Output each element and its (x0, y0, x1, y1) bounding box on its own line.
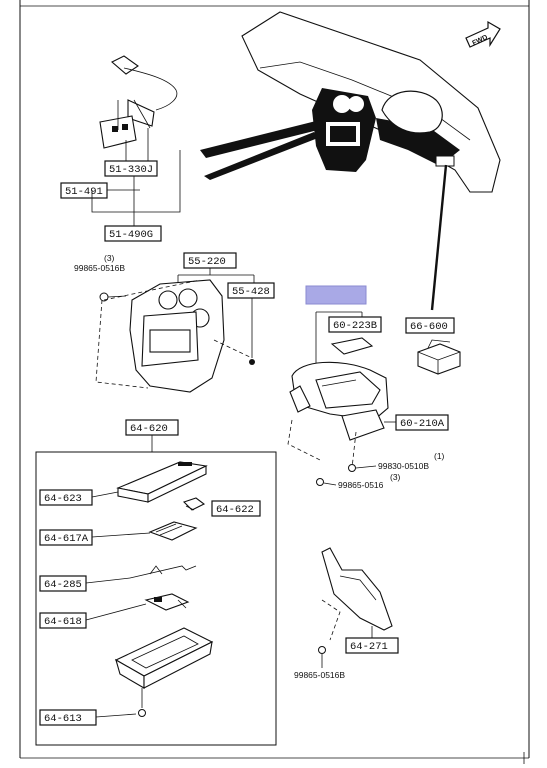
svg-text:64-617A: 64-617A (44, 533, 89, 545)
part-64-271: 64-271 (345, 637, 399, 654)
svg-text:51-330J: 51-330J (109, 164, 153, 176)
leader-64-613 (95, 713, 137, 718)
svg-text:64-623: 64-623 (44, 493, 82, 505)
leader-55-220 (177, 268, 255, 290)
part-64-620: 64-620 (125, 419, 179, 436)
part-51-491: 51-491 (60, 182, 108, 199)
highlight-box (305, 285, 367, 305)
module-66-600 (417, 339, 461, 375)
clip-64-622-illustration (182, 497, 206, 511)
leader-64-618 (85, 603, 147, 621)
fastener-99865-0516: (3) 99865-0516 (316, 472, 401, 490)
bracket-64-618-illustration (144, 593, 190, 611)
svg-text:64-618: 64-618 (44, 616, 82, 628)
part-55-220: 55-220 (183, 252, 237, 269)
column-cover-illustration (287, 361, 389, 469)
svg-text:(1): (1) (434, 451, 445, 461)
tray-64-613-illustration (114, 627, 214, 717)
part-64-623: 64-623 (39, 489, 93, 506)
svg-text:(3): (3) (104, 253, 115, 263)
page-frame (19, 0, 530, 764)
part-60-223b: 60-223B (328, 316, 382, 333)
group-frame-64-620 (35, 451, 277, 746)
leader-66-600 (430, 164, 448, 311)
fwd-arrow-badge: FWD (465, 20, 501, 48)
part-64-613: 64-613 (39, 709, 97, 726)
svg-text:60-210A: 60-210A (400, 418, 445, 430)
svg-text:55-220: 55-220 (188, 256, 226, 268)
svg-text:(3): (3) (390, 472, 401, 482)
svg-text:99865-0516B: 99865-0516B (74, 263, 125, 273)
leaders-51 (91, 128, 181, 226)
leader-64-623 (91, 491, 119, 498)
part-55-428: 55-428 (227, 282, 275, 299)
spring-64-285-illustration (129, 565, 197, 579)
svg-text:64-622: 64-622 (216, 504, 254, 516)
leader-64-285 (85, 577, 131, 584)
switch-assembly (99, 55, 178, 149)
svg-text:60-223B: 60-223B (333, 320, 377, 332)
part-64-622: 64-622 (211, 500, 261, 517)
fastener-99830-0510b: (1) 99830-0510B (348, 451, 445, 472)
cover-60-223b (330, 337, 374, 355)
svg-text:66-600: 66-600 (410, 321, 448, 333)
fastener-99865-0516b-bottom: 99865-0516B (294, 646, 345, 680)
center-panel-illustration (95, 279, 255, 393)
part-66-600: 66-600 (405, 317, 455, 334)
leader-64-617a (91, 532, 151, 538)
svg-text:99830-0510B: 99830-0510B (378, 461, 429, 471)
svg-text:99865-0516B: 99865-0516B (294, 670, 345, 680)
lid-64-623-illustration (116, 461, 208, 503)
svg-text:64-285: 64-285 (44, 579, 82, 591)
plate-64-617a-illustration (148, 521, 198, 541)
part-51-490g: 51-490G (104, 225, 162, 242)
part-64-285: 64-285 (39, 575, 87, 592)
svg-text:99865-0516: 99865-0516 (338, 480, 384, 490)
dashboard-illustration (200, 11, 501, 193)
part-51-330j: 51-330J (104, 160, 158, 177)
part-64-617a: 64-617A (39, 529, 93, 546)
svg-text:64-620: 64-620 (130, 423, 168, 435)
part-64-618: 64-618 (39, 612, 87, 629)
svg-text:64-613: 64-613 (44, 713, 82, 725)
lower-panel-illustration (321, 547, 393, 641)
svg-text:55-428: 55-428 (232, 286, 270, 298)
svg-text:51-491: 51-491 (65, 186, 103, 198)
fastener-99865-0516b-left: (3) 99865-0516B (74, 253, 127, 302)
part-60-210a: 60-210A (395, 414, 449, 431)
leader-60-223b (315, 311, 363, 372)
svg-text:64-271: 64-271 (350, 641, 388, 653)
svg-text:51-490G: 51-490G (109, 229, 153, 241)
